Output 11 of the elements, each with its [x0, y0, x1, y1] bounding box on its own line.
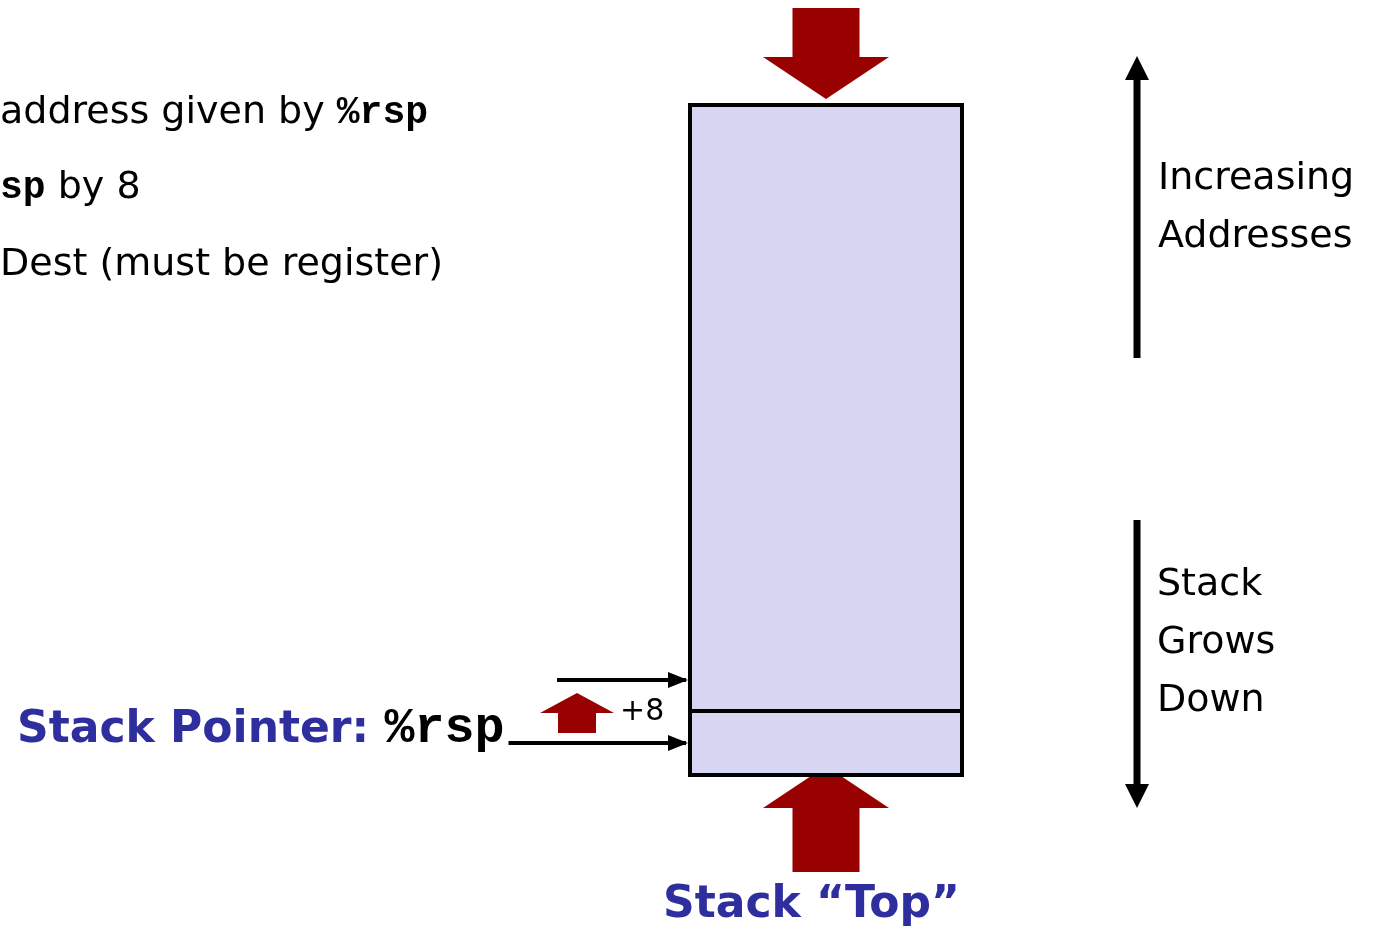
instruction-text: sp by 8 [0, 163, 141, 209]
axis-caption: Stack Grows Down [1157, 559, 1277, 722]
pointer-arrow [508, 735, 688, 751]
pointer-arrow [557, 672, 688, 688]
axis-caption: Increasing Addresses [1158, 153, 1356, 258]
instruction-text: Dest (must be register) [0, 240, 444, 284]
offset-label: +8 [620, 692, 665, 727]
stack-top-label: Stack “Top” [663, 876, 960, 927]
stack-pointer-label: Stack Pointer: %rsp [17, 700, 505, 757]
block-arrow [763, 8, 889, 99]
instruction-text: address given by %rsp [0, 88, 428, 134]
